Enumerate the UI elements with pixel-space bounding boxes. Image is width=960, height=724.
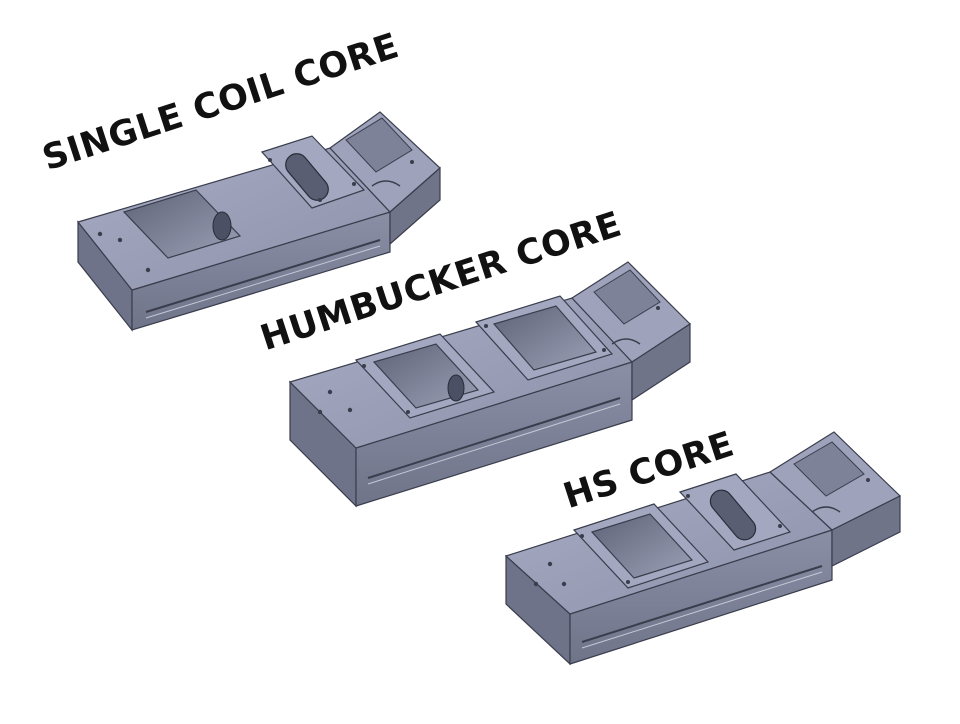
single-pocket bbox=[122, 189, 242, 259]
humbucker-pocket-2 bbox=[492, 305, 598, 371]
hs-front-groove bbox=[581, 565, 823, 643]
single-coil-core-part bbox=[76, 111, 441, 332]
hs-core-part bbox=[504, 431, 902, 666]
single-rear-slot bbox=[345, 117, 413, 173]
single-front-groove bbox=[145, 239, 381, 313]
humbucker-core-part bbox=[288, 261, 691, 508]
hs-pocket-humbucker bbox=[590, 513, 694, 579]
humbucker-front-groove bbox=[367, 397, 621, 479]
